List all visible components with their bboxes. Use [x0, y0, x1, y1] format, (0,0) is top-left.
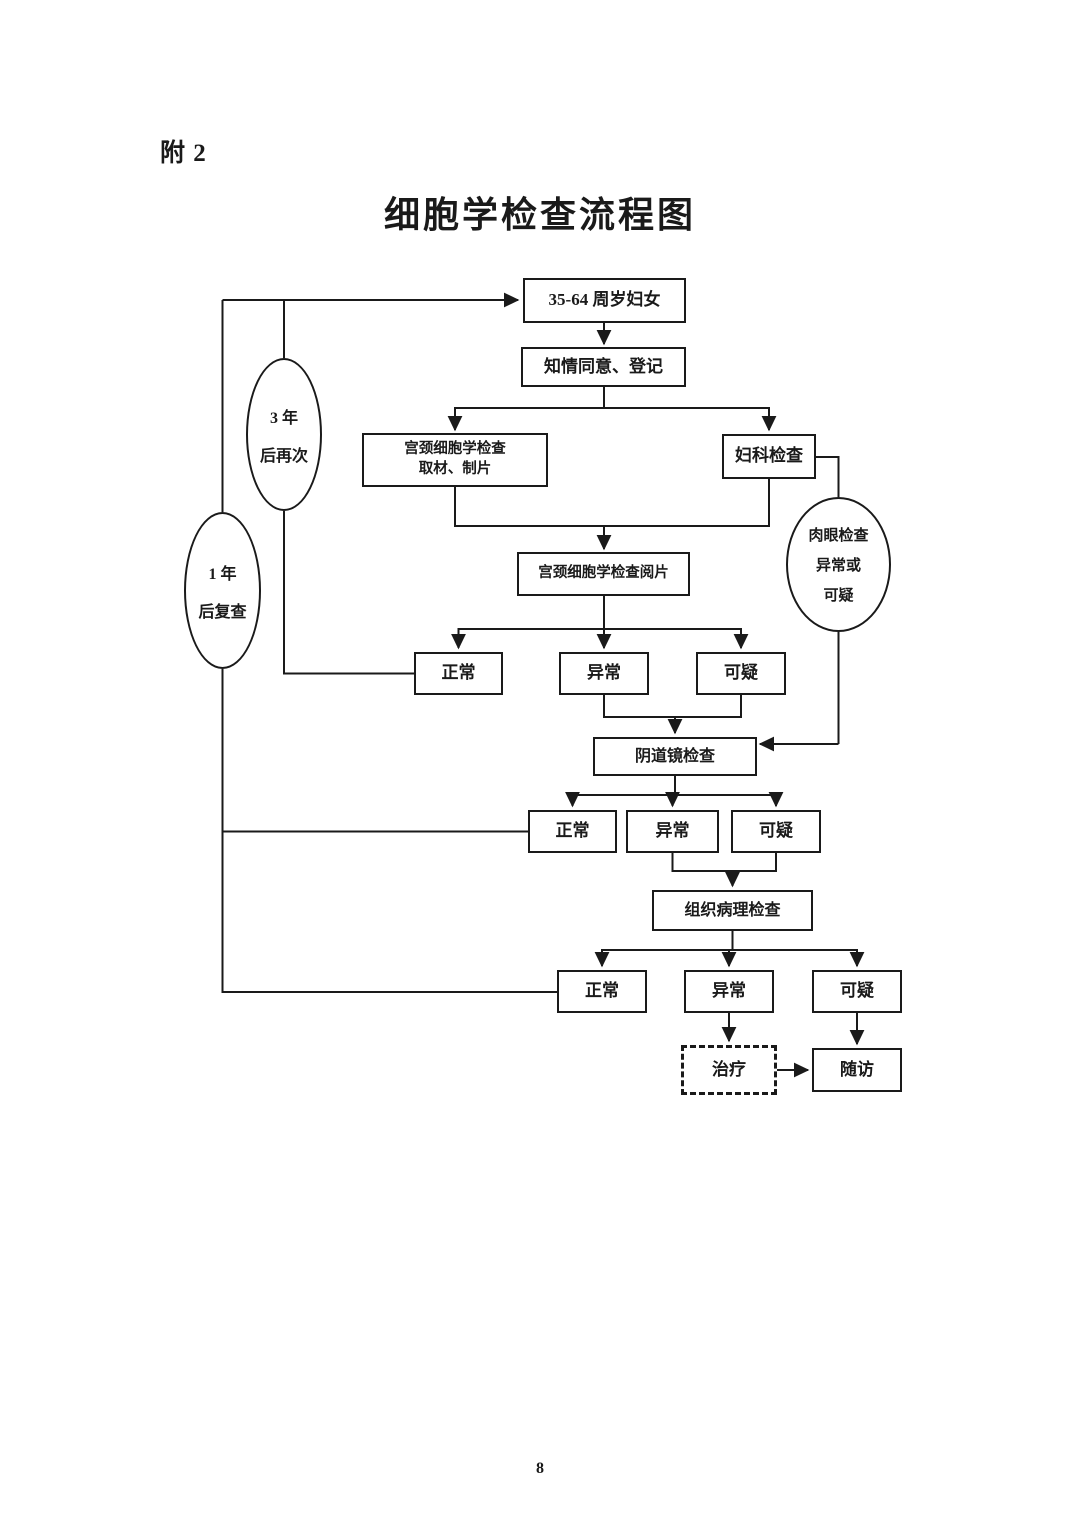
node-histo-suspicious: 可疑: [812, 970, 902, 1013]
node-histo-normal-label: 正常: [585, 981, 619, 1001]
node-colpo-normal: 正常: [528, 810, 617, 853]
node-cytology-sampling: 宫颈细胞学检查 取材、制片: [362, 433, 548, 487]
condition-visual-check-line2: 异常或: [815, 558, 861, 574]
node-cyto-suspicious-label: 可疑: [724, 663, 758, 683]
node-colpo-suspicious: 可疑: [731, 810, 821, 853]
node-slide-reading-label: 宫颈细胞学检查阅片: [538, 565, 669, 582]
node-cytology-sampling-line2: 取材、制片: [418, 461, 492, 477]
loop-3-year-line2: 后再次: [259, 447, 308, 465]
node-age-group-label: 35-64 周岁妇女: [548, 290, 661, 310]
node-slide-reading: 宫颈细胞学检查阅片: [517, 552, 690, 596]
condition-visual-check-line1: 肉眼检查: [808, 528, 869, 544]
node-histopathology: 组织病理检查: [652, 890, 813, 931]
node-cyto-normal-label: 正常: [441, 663, 476, 683]
node-colposcopy-label: 阴道镜检查: [634, 747, 715, 765]
condition-visual-check-line3: 可疑: [823, 588, 854, 604]
node-histo-abnormal: 异常: [684, 970, 774, 1013]
node-colpo-normal-label: 正常: [555, 821, 590, 841]
node-colpo-suspicious-label: 可疑: [759, 821, 793, 841]
node-histo-abnormal-label: 异常: [712, 981, 746, 1001]
loop-3-year: 3 年 后再次: [246, 358, 322, 511]
node-histo-normal: 正常: [557, 970, 647, 1013]
node-cyto-normal: 正常: [414, 652, 503, 695]
condition-visual-check: 肉眼检查 异常或 可疑: [786, 497, 891, 632]
node-cyto-suspicious: 可疑: [696, 652, 786, 695]
node-cyto-abnormal-label: 异常: [587, 663, 621, 683]
node-followup-label: 随访: [840, 1059, 874, 1079]
loop-3-year-line1: 3 年: [269, 409, 298, 427]
node-gyn-exam: 妇科检查: [722, 434, 816, 479]
node-followup: 随访: [812, 1048, 902, 1092]
loop-1-year-line1: 1 年: [208, 565, 237, 583]
node-cyto-abnormal: 异常: [559, 652, 649, 695]
node-gyn-exam-label: 妇科检查: [735, 446, 803, 466]
loop-1-year-line2: 后复查: [198, 603, 247, 621]
node-histo-suspicious-label: 可疑: [840, 981, 874, 1001]
node-cytology-sampling-line1: 宫颈细胞学检查: [404, 441, 506, 458]
node-colpo-abnormal: 异常: [626, 810, 719, 853]
page-number: 8: [536, 1460, 544, 1477]
node-consent: 知情同意、登记: [521, 347, 686, 387]
page-title: 细胞学检查流程图: [383, 195, 696, 235]
node-histopathology-label: 组织病理检查: [684, 901, 781, 919]
node-colposcopy: 阴道镜检查: [593, 737, 757, 776]
node-treatment: 治疗: [681, 1045, 777, 1095]
node-treatment-label: 治疗: [712, 1059, 746, 1079]
loop-1-year: 1 年 后复查: [184, 512, 261, 669]
node-consent-label: 知情同意、登记: [544, 356, 663, 376]
node-age-group: 35-64 周岁妇女: [523, 278, 686, 323]
attachment-label: 附 2: [160, 140, 207, 167]
node-colpo-abnormal-label: 异常: [655, 821, 690, 841]
